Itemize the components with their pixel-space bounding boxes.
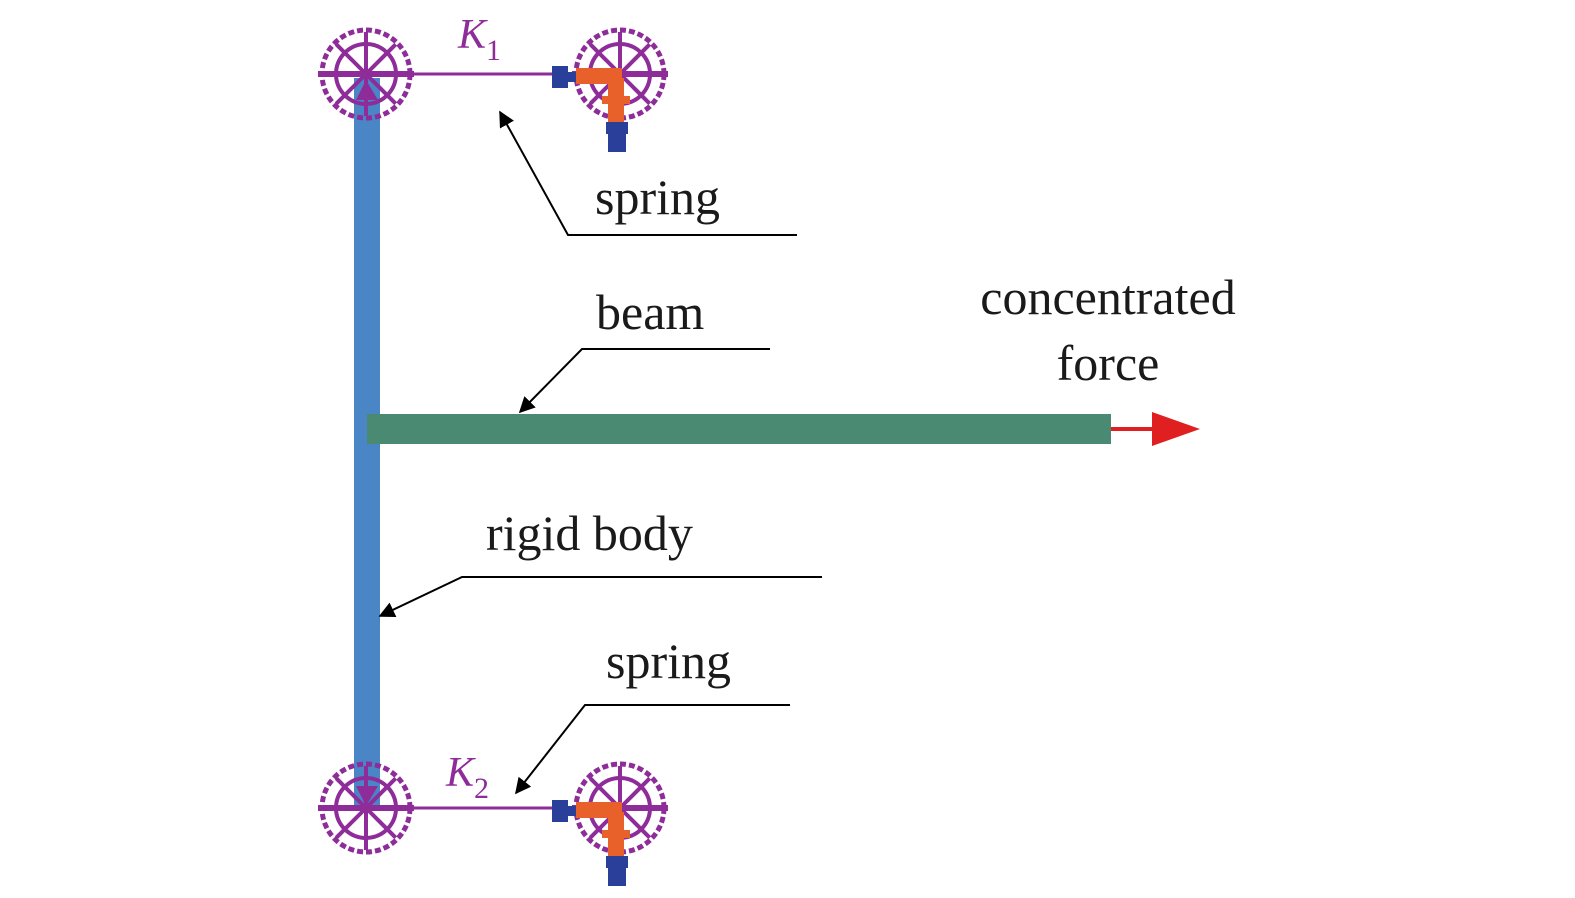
actuator-blue-foot	[608, 134, 626, 152]
joint-spoke	[334, 806, 368, 840]
revolute-joint-icon	[318, 27, 414, 121]
force-arrow	[1111, 412, 1200, 446]
joint-spoke	[618, 42, 652, 76]
k1-label: K1	[457, 12, 501, 67]
k2-label: K2	[445, 750, 489, 805]
k1-symbol: K	[457, 12, 488, 58]
joint-spoke	[334, 776, 368, 810]
rigid-bottom-cap-icon	[356, 786, 378, 806]
label-force-line1: concentrated	[980, 269, 1235, 325]
actuator-blue-foot	[608, 868, 626, 886]
joint-spoke	[364, 776, 398, 810]
joint-spoke	[364, 42, 398, 76]
joint-spoke	[618, 72, 652, 106]
label-force-line2: force	[1057, 335, 1160, 391]
leader-rigid-body	[378, 576, 822, 618]
k1-subscript: 1	[486, 34, 501, 67]
label-spring-top: spring	[595, 169, 720, 225]
beam-bar	[367, 414, 1111, 444]
actuator-blue-foot	[606, 856, 628, 868]
joint-spoke	[334, 72, 368, 106]
spring-actuator-icon	[552, 800, 630, 886]
leader-beam	[518, 348, 770, 414]
spring-actuator-icon	[552, 66, 630, 152]
actuator-orange-bar	[602, 96, 630, 104]
revolute-joint-icon	[318, 761, 414, 855]
joint-spoke	[618, 776, 652, 810]
leader-spring-top	[499, 110, 797, 236]
actuator-blue-block	[552, 800, 568, 822]
joint-spoke	[334, 42, 368, 76]
k2-subscript: 2	[474, 772, 489, 805]
k2-symbol: K	[445, 750, 476, 796]
label-rigid-body: rigid body	[486, 505, 693, 561]
actuator-blue-block	[568, 72, 578, 82]
leader-spring-bottom	[515, 704, 790, 795]
joint-spoke	[364, 806, 398, 840]
joint-spoke	[364, 72, 398, 106]
actuator-blue-foot	[606, 122, 628, 134]
joint-spoke	[618, 806, 652, 840]
label-spring-bottom: spring	[606, 633, 731, 689]
rigid-top-cap-icon	[356, 80, 378, 100]
actuator-orange-bar	[602, 830, 630, 838]
actuator-blue-block	[568, 806, 578, 816]
label-beam: beam	[596, 284, 704, 340]
actuator-blue-block	[552, 66, 568, 88]
